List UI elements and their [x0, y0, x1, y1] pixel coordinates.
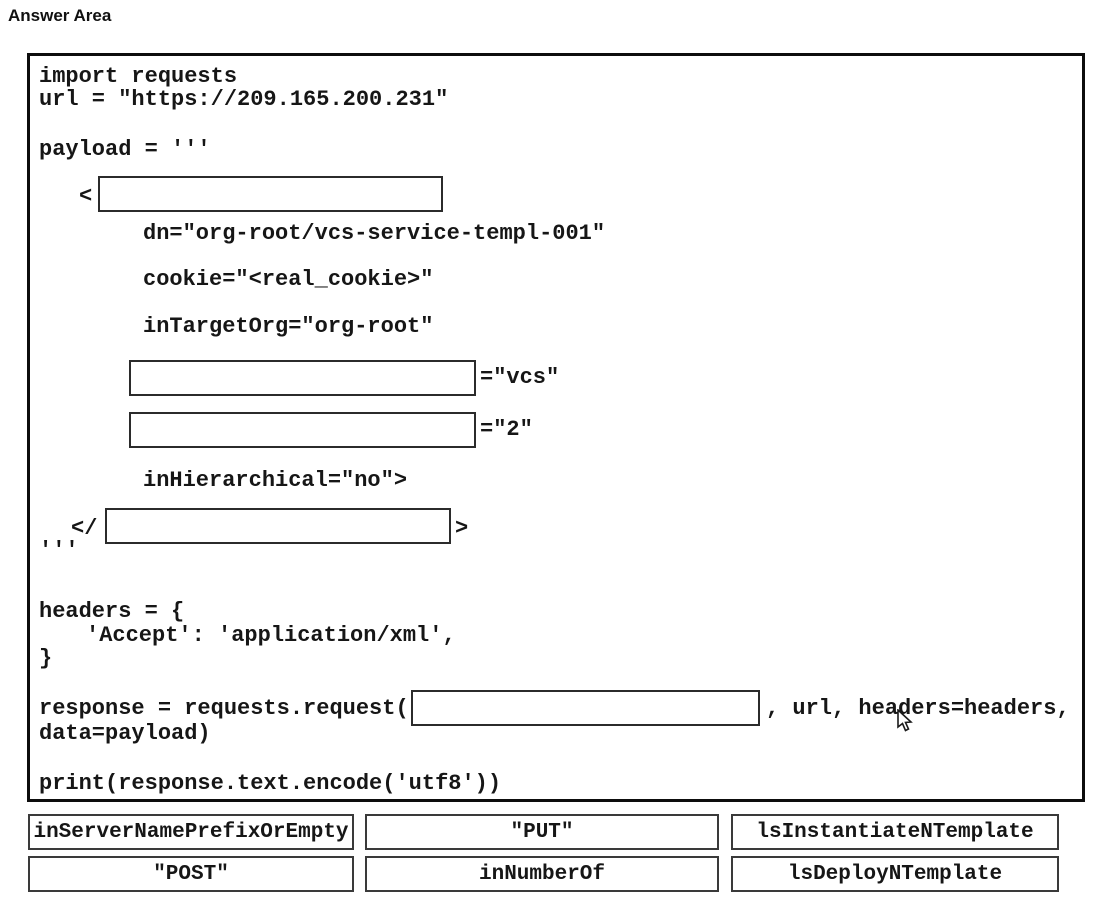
- code-line-payload-open: payload = ''': [39, 137, 211, 162]
- blank-name-prefix-attr[interactable]: [129, 360, 476, 396]
- blank-http-method[interactable]: [411, 690, 760, 726]
- option-in-number-of[interactable]: inNumberOf: [365, 856, 719, 892]
- code-panel: import requests url = "https://209.165.2…: [27, 53, 1085, 802]
- blank-number-attr[interactable]: [129, 412, 476, 448]
- option-put[interactable]: "PUT": [365, 814, 719, 850]
- code-close-tag-open: </: [71, 516, 98, 541]
- option-post[interactable]: "POST": [28, 856, 354, 892]
- code-attr-target-org: inTargetOrg="org-root": [143, 314, 434, 339]
- option-ls-deploy-n-template[interactable]: lsDeployNTemplate: [731, 856, 1059, 892]
- code-line-url: url = "https://209.165.200.231": [39, 87, 449, 112]
- code-print-line: print(response.text.encode('utf8')): [39, 771, 502, 796]
- code-line-import: import requests: [39, 64, 238, 89]
- code-headers-open: headers = {: [39, 599, 185, 624]
- code-response-suffix: , url, headers=headers,: [766, 696, 1070, 721]
- code-attr-dn: dn="org-root/vcs-service-templ-001": [143, 221, 606, 246]
- code-headers-close: }: [39, 646, 53, 671]
- mouse-cursor-icon: [897, 709, 913, 732]
- code-headers-accept: 'Accept': 'application/xml',: [86, 623, 456, 648]
- code-response-cont: data=payload): [39, 721, 211, 746]
- page-title: Answer Area: [8, 6, 112, 25]
- option-in-server-name-prefix-or-empty[interactable]: inServerNamePrefixOrEmpty: [28, 814, 354, 850]
- code-attr-vcs-suffix: ="vcs": [480, 365, 560, 390]
- code-open-angle: <: [79, 184, 93, 209]
- code-response-prefix: response = requests.request(: [39, 696, 409, 721]
- code-payload-close: ''': [39, 538, 79, 563]
- code-attr-num-suffix: ="2": [480, 417, 533, 442]
- code-close-tag-end: >: [455, 516, 469, 541]
- blank-root-element[interactable]: [98, 176, 443, 212]
- blank-closing-element[interactable]: [105, 508, 451, 544]
- code-attr-hierarchical: inHierarchical="no">: [143, 468, 408, 493]
- option-ls-instantiate-n-template[interactable]: lsInstantiateNTemplate: [731, 814, 1059, 850]
- code-attr-cookie: cookie="<real_cookie>": [143, 267, 434, 292]
